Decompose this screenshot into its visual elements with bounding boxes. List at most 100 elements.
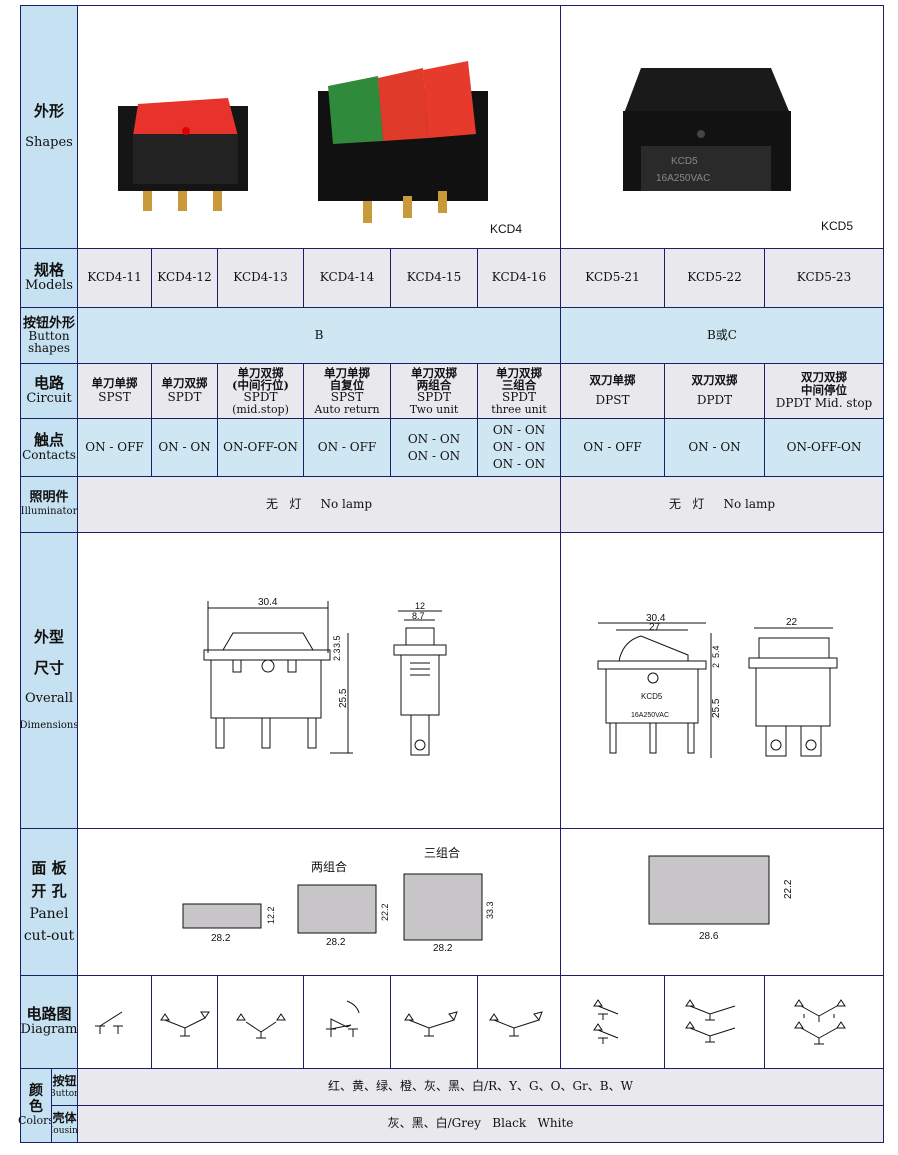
diagram-cell xyxy=(764,975,884,1069)
circuit-en: DPST xyxy=(595,392,630,407)
cutout-three-label: 三组合 xyxy=(424,845,460,860)
button-colors-value: 红、黄、绿、橙、灰、黑、白/R、Y、G、O、Gr、B、W xyxy=(328,1079,633,1094)
diagram-cell xyxy=(217,975,304,1069)
label-zh: 照明件 xyxy=(29,490,69,506)
label-zh: 电路图 xyxy=(26,1004,72,1023)
circuit-zh: 双刀单掷 xyxy=(589,373,636,388)
model-cell: KCD5-23 xyxy=(764,248,884,308)
label-en: Circuit xyxy=(26,391,72,407)
circuit-note: (mid.stop) xyxy=(232,402,289,416)
dim-width: 30.4 xyxy=(646,613,666,624)
cutout-height: 12.2 xyxy=(266,906,276,924)
diagram-cell xyxy=(477,975,561,1069)
model-label: KCD4-16 xyxy=(491,270,547,285)
model-label: KCD4-12 xyxy=(157,270,212,285)
diagram-cell xyxy=(664,975,765,1069)
kcd4-single-switch-image xyxy=(118,98,248,211)
model-label: KCD5-21 xyxy=(585,270,640,285)
dim-height: 25.5 xyxy=(338,688,349,708)
kcd4-label: KCD4 xyxy=(490,222,522,236)
cutout-height: 33.3 xyxy=(485,901,495,919)
circuit-zh: 单刀双掷 xyxy=(496,365,542,380)
contacts-value: ON - OFF xyxy=(85,439,144,454)
diagram-cell xyxy=(151,975,218,1069)
button-shape-kcd4: B xyxy=(77,307,561,364)
label-zh: 颜色 xyxy=(29,1083,43,1116)
housing-colors-value: 灰、黑、白/Grey Black White xyxy=(387,1116,574,1131)
label-zh: 电路 xyxy=(33,373,64,392)
contacts-cell: ON-OFF-ON xyxy=(764,418,884,477)
circuit-zh: 双刀双掷 xyxy=(801,369,847,384)
contacts-value: ON - ON xyxy=(492,456,546,471)
illuminator-kcd5: 无 灯 No lamp xyxy=(560,476,884,533)
spdt-two-unit-diagram-icon xyxy=(404,1011,458,1037)
circuit-note: Two unit xyxy=(409,402,459,416)
dim-top2: 2.3 xyxy=(332,648,342,661)
cutout-two xyxy=(297,884,377,934)
model-cell: KCD4-13 xyxy=(217,248,304,308)
cutout-kcd5-cell: 28.6 22.2 xyxy=(560,828,884,976)
dim-side-inner: 8.7 xyxy=(412,611,425,621)
circuit-zh: 双刀双掷 xyxy=(691,373,738,388)
model-cell: KCD4-12 xyxy=(151,248,218,308)
label-zh: 面 板 xyxy=(31,858,67,877)
cutout-single xyxy=(182,903,262,929)
label-zh: 壳体 xyxy=(52,1110,77,1125)
label-en: Illuminator xyxy=(20,506,78,518)
dim-top2: 2 xyxy=(711,663,721,668)
label-zh: 按钮外形 xyxy=(22,316,75,331)
contacts-cell: ON - OFF xyxy=(77,418,152,477)
label-zh: 触点 xyxy=(33,430,64,449)
model-label: KCD4-15 xyxy=(406,270,462,285)
circuit-en: SPDT xyxy=(502,389,536,404)
label-en: Dimensions xyxy=(19,720,79,732)
row-label-colors-housing: 壳体Housing xyxy=(51,1105,78,1143)
circuit-zh: 自复位 xyxy=(329,377,365,392)
label-en: Contacts xyxy=(22,448,76,463)
illuminator-value: 无 灯 No lamp xyxy=(265,496,373,511)
button-shape-value: B xyxy=(314,327,324,342)
circuit-zh: 中间停位 xyxy=(801,383,847,398)
kcd4-cutout-drawing: 28.2 12.2 两组合 28.2 22.2 三组合 28.2 33.3 xyxy=(182,845,495,954)
circuit-zh: 单刀单掷 xyxy=(91,376,138,391)
contacts-value: ON - ON xyxy=(407,448,461,463)
illuminator-kcd4: 无 灯 No lamp xyxy=(77,476,561,533)
model-cell: KCD5-21 xyxy=(560,248,665,308)
label-en: Models xyxy=(25,278,73,294)
cutout-kcd5 xyxy=(648,855,770,925)
kcd5-dimension-drawing: 30.4 27 KCD5 16A250VAC 5.4 2 25.5 22 xyxy=(597,613,838,758)
diagram-cell xyxy=(560,975,665,1069)
circuit-en: SPDT xyxy=(417,389,451,404)
model-cell: KCD4-14 xyxy=(303,248,391,308)
label-en: Housing xyxy=(52,1125,78,1136)
spst-diagram-icon xyxy=(94,1011,123,1034)
cutout-width: 28.2 xyxy=(211,933,231,944)
contacts-value: ON - ON xyxy=(158,439,211,454)
cutout-three xyxy=(403,873,483,941)
diagram-cell xyxy=(390,975,478,1069)
cutout-width: 28.2 xyxy=(433,943,453,954)
circuit-zh: 单刀双掷 xyxy=(411,365,457,380)
model-cell: KCD4-16 xyxy=(477,248,561,308)
label-en: Diagram xyxy=(20,1022,78,1038)
model-label: KCD4-14 xyxy=(319,270,375,285)
label-zh: 外型 xyxy=(33,628,64,647)
cutout-two-label: 两组合 xyxy=(311,859,347,874)
diagram-cell xyxy=(77,975,152,1069)
housing-colors: 灰、黑、白/Grey Black White xyxy=(77,1105,884,1143)
label-zh: 规格 xyxy=(33,260,64,279)
cutout-height: 22.2 xyxy=(380,903,390,921)
circuit-zh: 单刀双掷 xyxy=(161,376,208,391)
circuit-zh: (中间行位) xyxy=(232,377,289,392)
model-cell: KCD4-11 xyxy=(77,248,152,308)
